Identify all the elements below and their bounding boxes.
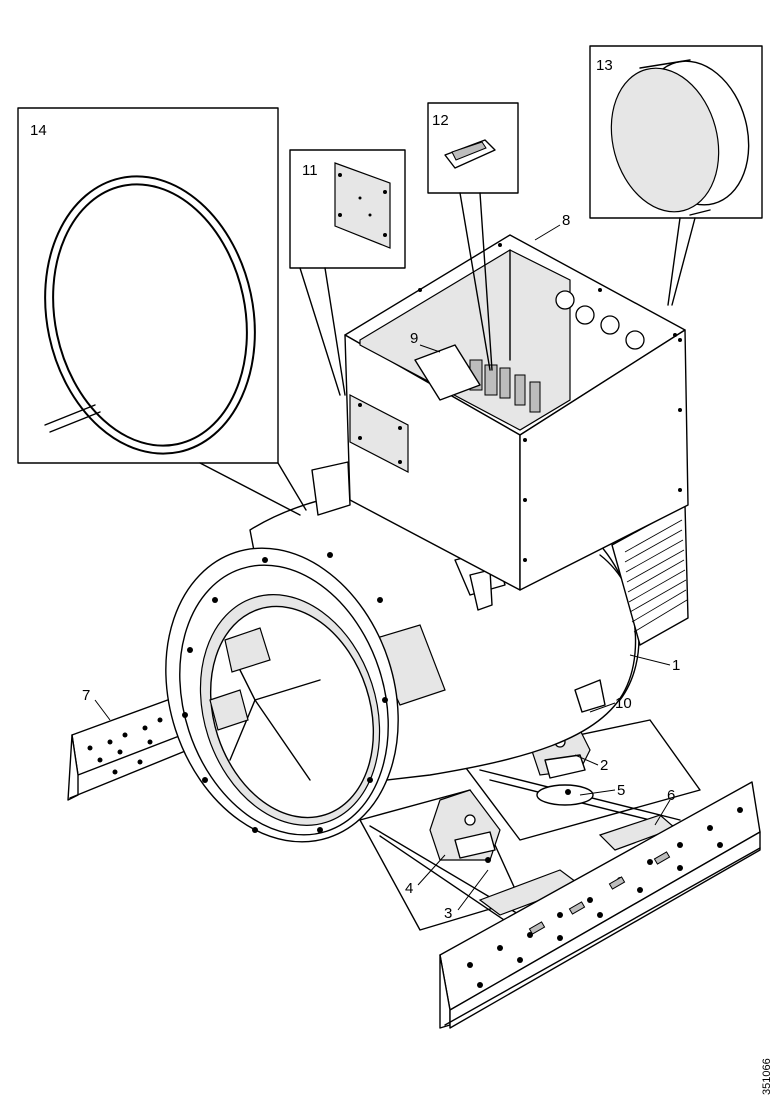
base-rail-right	[439, 781, 761, 1029]
drive-end-adaptor	[165, 547, 399, 843]
detail-box-13	[589, 45, 763, 306]
foot-mount-front	[429, 789, 501, 863]
callout-5: 5	[617, 782, 625, 799]
callout-13: 13	[596, 57, 613, 74]
detail-box-14	[17, 107, 307, 516]
callout-leaders	[94, 224, 671, 911]
terminal-box	[344, 234, 689, 591]
callout-11: 11	[302, 162, 318, 179]
callout-8: 8	[562, 212, 570, 229]
callout-1: 1	[672, 657, 680, 674]
callout-labels: 1 2 3 4 5 6 7 8 9 10 11 12 13 14	[30, 57, 680, 922]
callout-12: 12	[432, 112, 449, 129]
base-rail-left	[67, 689, 201, 801]
callout-10: 10	[615, 695, 632, 712]
detail-box-11	[289, 149, 406, 396]
callout-4: 4	[405, 880, 413, 897]
callout-9: 9	[410, 330, 418, 347]
callout-7: 7	[82, 687, 90, 704]
figure-code: 351066	[761, 1058, 773, 1095]
detail-box-12	[427, 102, 519, 371]
callout-3: 3	[444, 905, 452, 922]
callout-6: 6	[667, 787, 675, 804]
callout-14: 14	[30, 122, 47, 139]
callout-2: 2	[600, 757, 608, 774]
